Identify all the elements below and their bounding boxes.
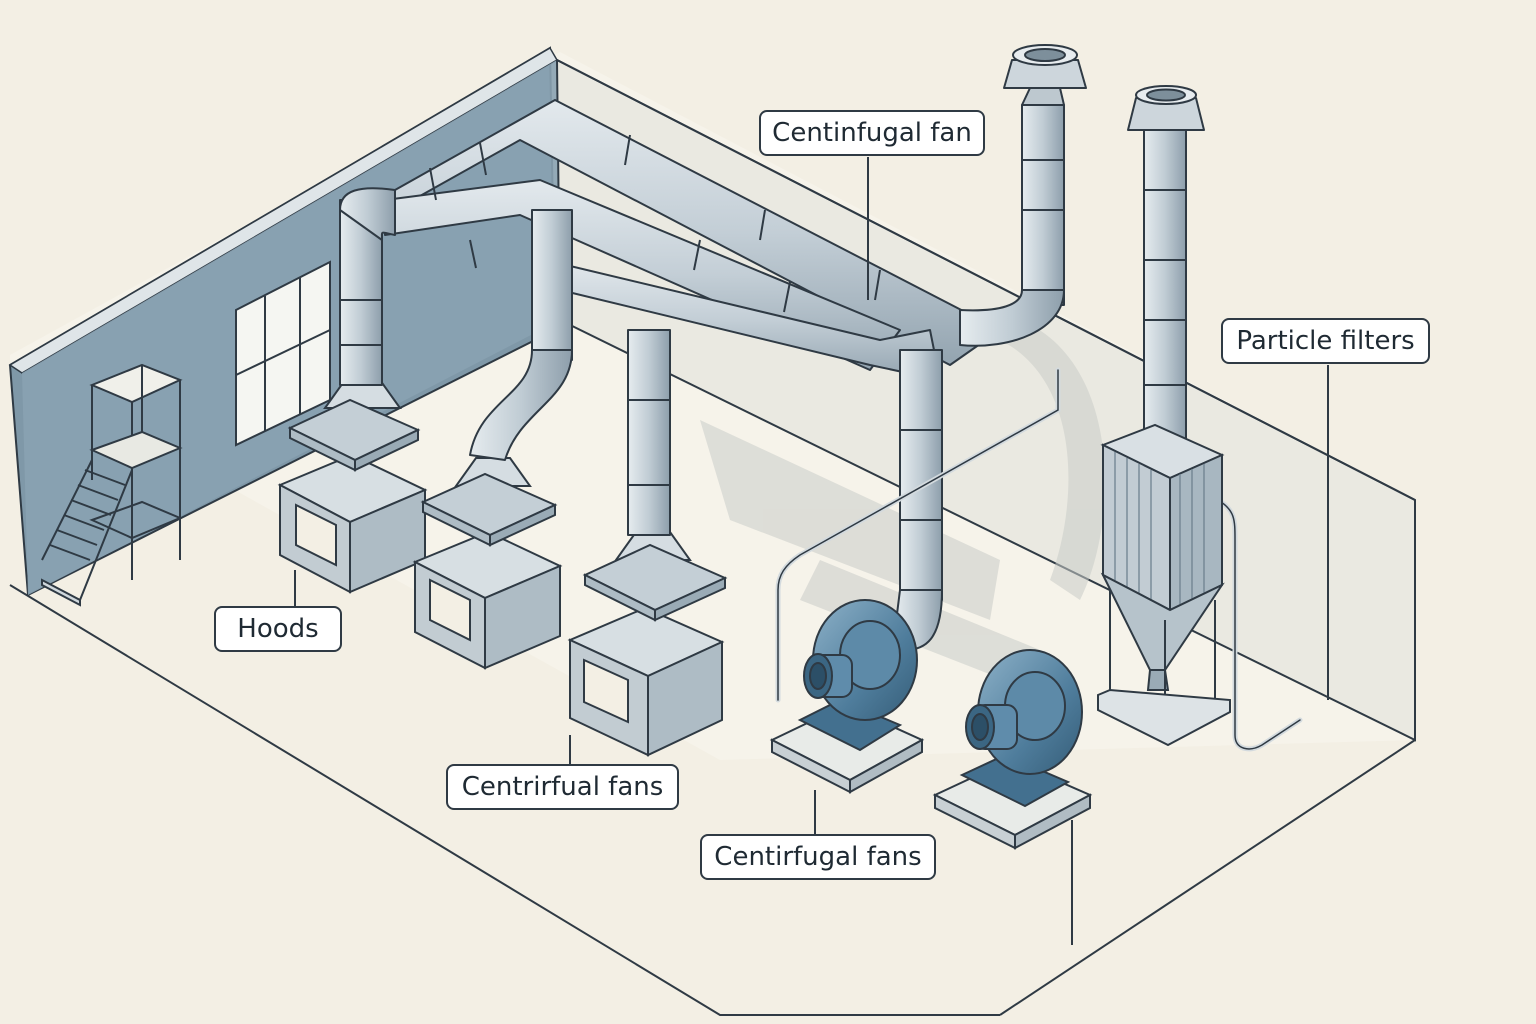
duct-network (339, 44, 1205, 651)
label-centinfugal-fan: Centinfugal fan (759, 110, 985, 156)
centrifugal-fan-1 (769, 599, 925, 794)
thin-piping (775, 367, 1303, 752)
hood-stand-3 (567, 606, 725, 757)
floor-edge (9, 584, 1000, 1016)
label-hoods: Hoods (214, 606, 342, 652)
leader-lines (294, 157, 1329, 945)
hood-1 (287, 379, 421, 472)
label-particle-filters: Particle filters (1221, 318, 1430, 364)
centrifugal-fan-2 (932, 649, 1093, 850)
label-centrirfual-fans: Centrirfual fans (446, 764, 679, 810)
floor-right-edge (999, 739, 1416, 1016)
hood-stand-1 (277, 453, 428, 594)
hood-3 (582, 531, 728, 622)
hood-stand-2 (412, 530, 563, 670)
label-centirfugal-fans: Centirfugal fans (700, 834, 936, 880)
window (235, 260, 331, 447)
back-wall-top-edge (556, 59, 1416, 501)
hood-2 (420, 457, 558, 547)
particle-filter-unit (1097, 423, 1231, 747)
stair-tower (41, 363, 183, 607)
